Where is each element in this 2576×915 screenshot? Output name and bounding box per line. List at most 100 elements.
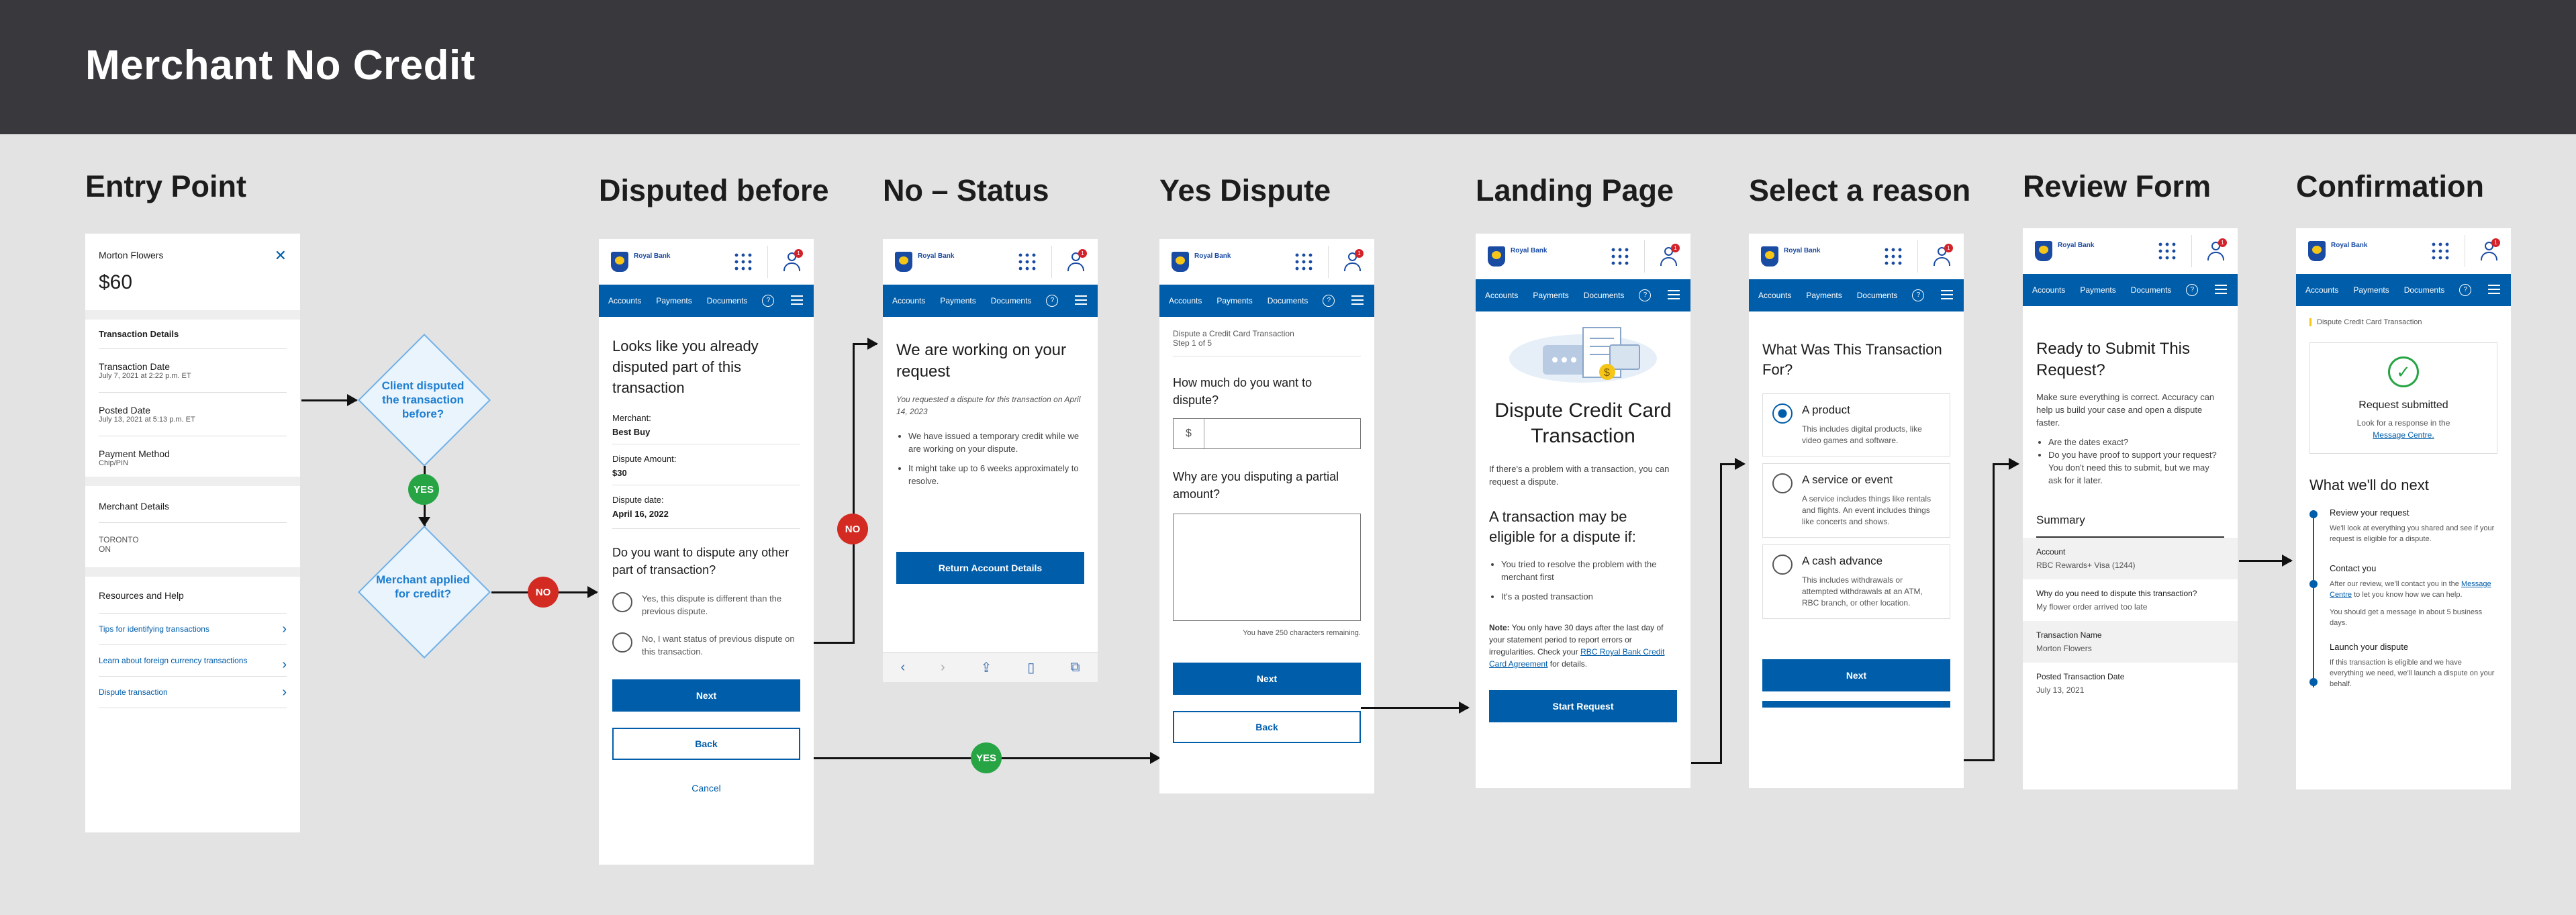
forward-arrow-icon[interactable]: › <box>941 660 945 675</box>
apps-grid-icon[interactable] <box>1883 246 1903 267</box>
next-button[interactable]: Next <box>612 679 800 712</box>
tname-value: Morton Flowers <box>2036 644 2092 653</box>
nav-accounts[interactable]: Accounts <box>1485 291 1519 300</box>
radio[interactable] <box>1772 555 1793 575</box>
help-icon[interactable]: ? <box>1323 295 1335 307</box>
user-icon[interactable]: 1 <box>1931 244 1953 267</box>
back-button[interactable]: Back <box>612 728 800 760</box>
nav-payments[interactable]: Payments <box>656 296 692 305</box>
bank-logo <box>1488 246 1505 267</box>
user-icon[interactable]: 1 <box>1658 244 1680 267</box>
nav-payments[interactable]: Payments <box>2353 285 2389 295</box>
amount-value: $30 <box>612 464 800 485</box>
tabs-icon[interactable]: ⧉ <box>1070 660 1080 675</box>
share-icon[interactable]: ⇪ <box>980 661 992 675</box>
nav-documents[interactable]: Documents <box>1267 296 1308 305</box>
landing-heading: Dispute Credit Card Transaction <box>1494 399 1672 447</box>
back-arrow-icon[interactable]: ‹ <box>900 660 906 675</box>
option-no-status[interactable]: No, I want status of previous dispute on… <box>612 632 800 658</box>
option-yes-different[interactable]: Yes, this dispute is different than the … <box>612 592 800 618</box>
nav-payments[interactable]: Payments <box>1806 291 1842 300</box>
nav-payments[interactable]: Payments <box>1533 291 1569 300</box>
nav-documents[interactable]: Documents <box>2130 285 2172 295</box>
start-request-button[interactable]: Start Request <box>1489 690 1677 722</box>
link-tips[interactable]: Tips for identifying transactions› <box>99 613 287 644</box>
nav-documents[interactable]: Documents <box>990 296 1032 305</box>
char-counter: You have 250 characters remaining. <box>1243 629 1361 637</box>
nav-accounts[interactable]: Accounts <box>2032 285 2066 295</box>
next-button[interactable]: Next <box>1173 663 1361 695</box>
apps-grid-icon[interactable] <box>2157 241 2177 261</box>
close-icon[interactable]: ✕ <box>274 247 287 264</box>
menu-icon[interactable] <box>2215 285 2227 294</box>
menu-icon[interactable] <box>791 295 803 305</box>
merchant-label: Merchant: <box>612 413 651 423</box>
nav-payments[interactable]: Payments <box>1217 296 1253 305</box>
help-icon[interactable]: ? <box>1639 289 1652 301</box>
timeline: Review your request We'll look at everyt… <box>2309 508 2497 689</box>
apps-grid-icon[interactable] <box>1610 246 1630 267</box>
menu-icon[interactable] <box>1941 290 1953 299</box>
nav-payments[interactable]: Payments <box>2080 285 2116 295</box>
apps-grid-icon[interactable] <box>2430 241 2450 261</box>
menu-icon[interactable] <box>2488 285 2500 294</box>
message-centre-link[interactable]: Message Centre. <box>2373 430 2434 440</box>
link-foreign-currency[interactable]: Learn about foreign currency transaction… <box>99 644 287 676</box>
reason-textarea[interactable] <box>1173 514 1361 621</box>
option-service-label: A service or event <box>1802 473 1893 486</box>
help-icon[interactable]: ? <box>2186 284 2199 296</box>
nav-accounts[interactable]: Accounts <box>1758 291 1792 300</box>
help-icon[interactable]: ? <box>2459 284 2472 296</box>
user-icon[interactable]: 1 <box>2479 238 2500 262</box>
option-yes-label: Yes, this dispute is different than the … <box>642 593 782 616</box>
nav-documents[interactable]: Documents <box>2403 285 2445 295</box>
nav-accounts[interactable]: Accounts <box>892 296 926 305</box>
next-button[interactable]: Next <box>1762 659 1950 691</box>
link-dispute[interactable]: Dispute transaction› <box>99 676 287 708</box>
option-service-desc: A service includes things like rentals a… <box>1802 494 1931 526</box>
menu-icon[interactable] <box>1351 295 1364 305</box>
nav-accounts[interactable]: Accounts <box>1169 296 1202 305</box>
option-cash-label: A cash advance <box>1802 555 1883 567</box>
radio[interactable] <box>612 632 632 653</box>
notification-count: 1 <box>1944 244 1953 252</box>
radio[interactable] <box>612 592 632 612</box>
nav-payments[interactable]: Payments <box>940 296 976 305</box>
user-icon[interactable]: 1 <box>781 249 803 273</box>
book-icon[interactable]: ▯ <box>1027 661 1035 675</box>
apps-grid-icon[interactable] <box>1294 252 1314 272</box>
radio-selected[interactable] <box>1772 403 1793 424</box>
help-icon[interactable]: ? <box>762 295 775 307</box>
bank-name: Royal Bank <box>2331 241 2368 249</box>
agreement-link[interactable]: RBC Royal Bank Credit Card Agreement <box>1489 647 1665 669</box>
connector-no-h <box>814 642 855 644</box>
radio[interactable] <box>1772 473 1793 493</box>
user-icon[interactable]: 1 <box>2205 238 2227 262</box>
help-icon[interactable]: ? <box>1046 295 1059 307</box>
menu-icon[interactable] <box>1668 290 1680 299</box>
nav-accounts[interactable]: Accounts <box>2305 285 2339 295</box>
menu-icon[interactable] <box>1075 295 1087 305</box>
nav-bar: Accounts Payments Documents? <box>2296 274 2511 306</box>
apps-grid-icon[interactable] <box>1017 252 1037 272</box>
amount-input[interactable]: $ <box>1173 418 1361 449</box>
nav-documents[interactable]: Documents <box>706 296 748 305</box>
option-service[interactable]: A service or event A service includes thi… <box>1762 463 1950 538</box>
user-icon[interactable]: 1 <box>1342 249 1364 273</box>
nav-documents[interactable]: Documents <box>1583 291 1625 300</box>
txn-date: July 7, 2021 at 2:22 p.m. ET <box>99 372 191 380</box>
step2-link[interactable]: Message Centre <box>2330 580 2491 599</box>
user-icon[interactable]: 1 <box>1065 249 1087 273</box>
help-icon[interactable]: ? <box>1912 289 1925 301</box>
nav-accounts[interactable]: Accounts <box>608 296 642 305</box>
cancel-link[interactable]: Cancel <box>691 783 721 793</box>
nav-documents[interactable]: Documents <box>1856 291 1898 300</box>
back-button[interactable]: Back <box>1173 711 1361 743</box>
return-account-button[interactable]: Return Account Details <box>896 552 1084 584</box>
apps-grid-icon[interactable] <box>733 252 753 272</box>
